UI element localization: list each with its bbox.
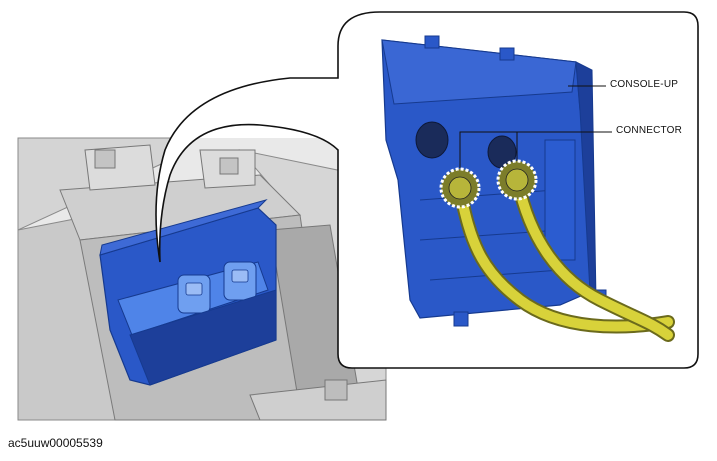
connector-label: CONNECTOR [616, 125, 683, 136]
console-overview [17, 137, 387, 421]
figure-id: ac5uuw00005539 [8, 436, 103, 450]
console-up-label: CONSOLE-UP [610, 79, 679, 90]
detail-callout [155, 11, 699, 369]
connector-leader [459, 131, 612, 168]
